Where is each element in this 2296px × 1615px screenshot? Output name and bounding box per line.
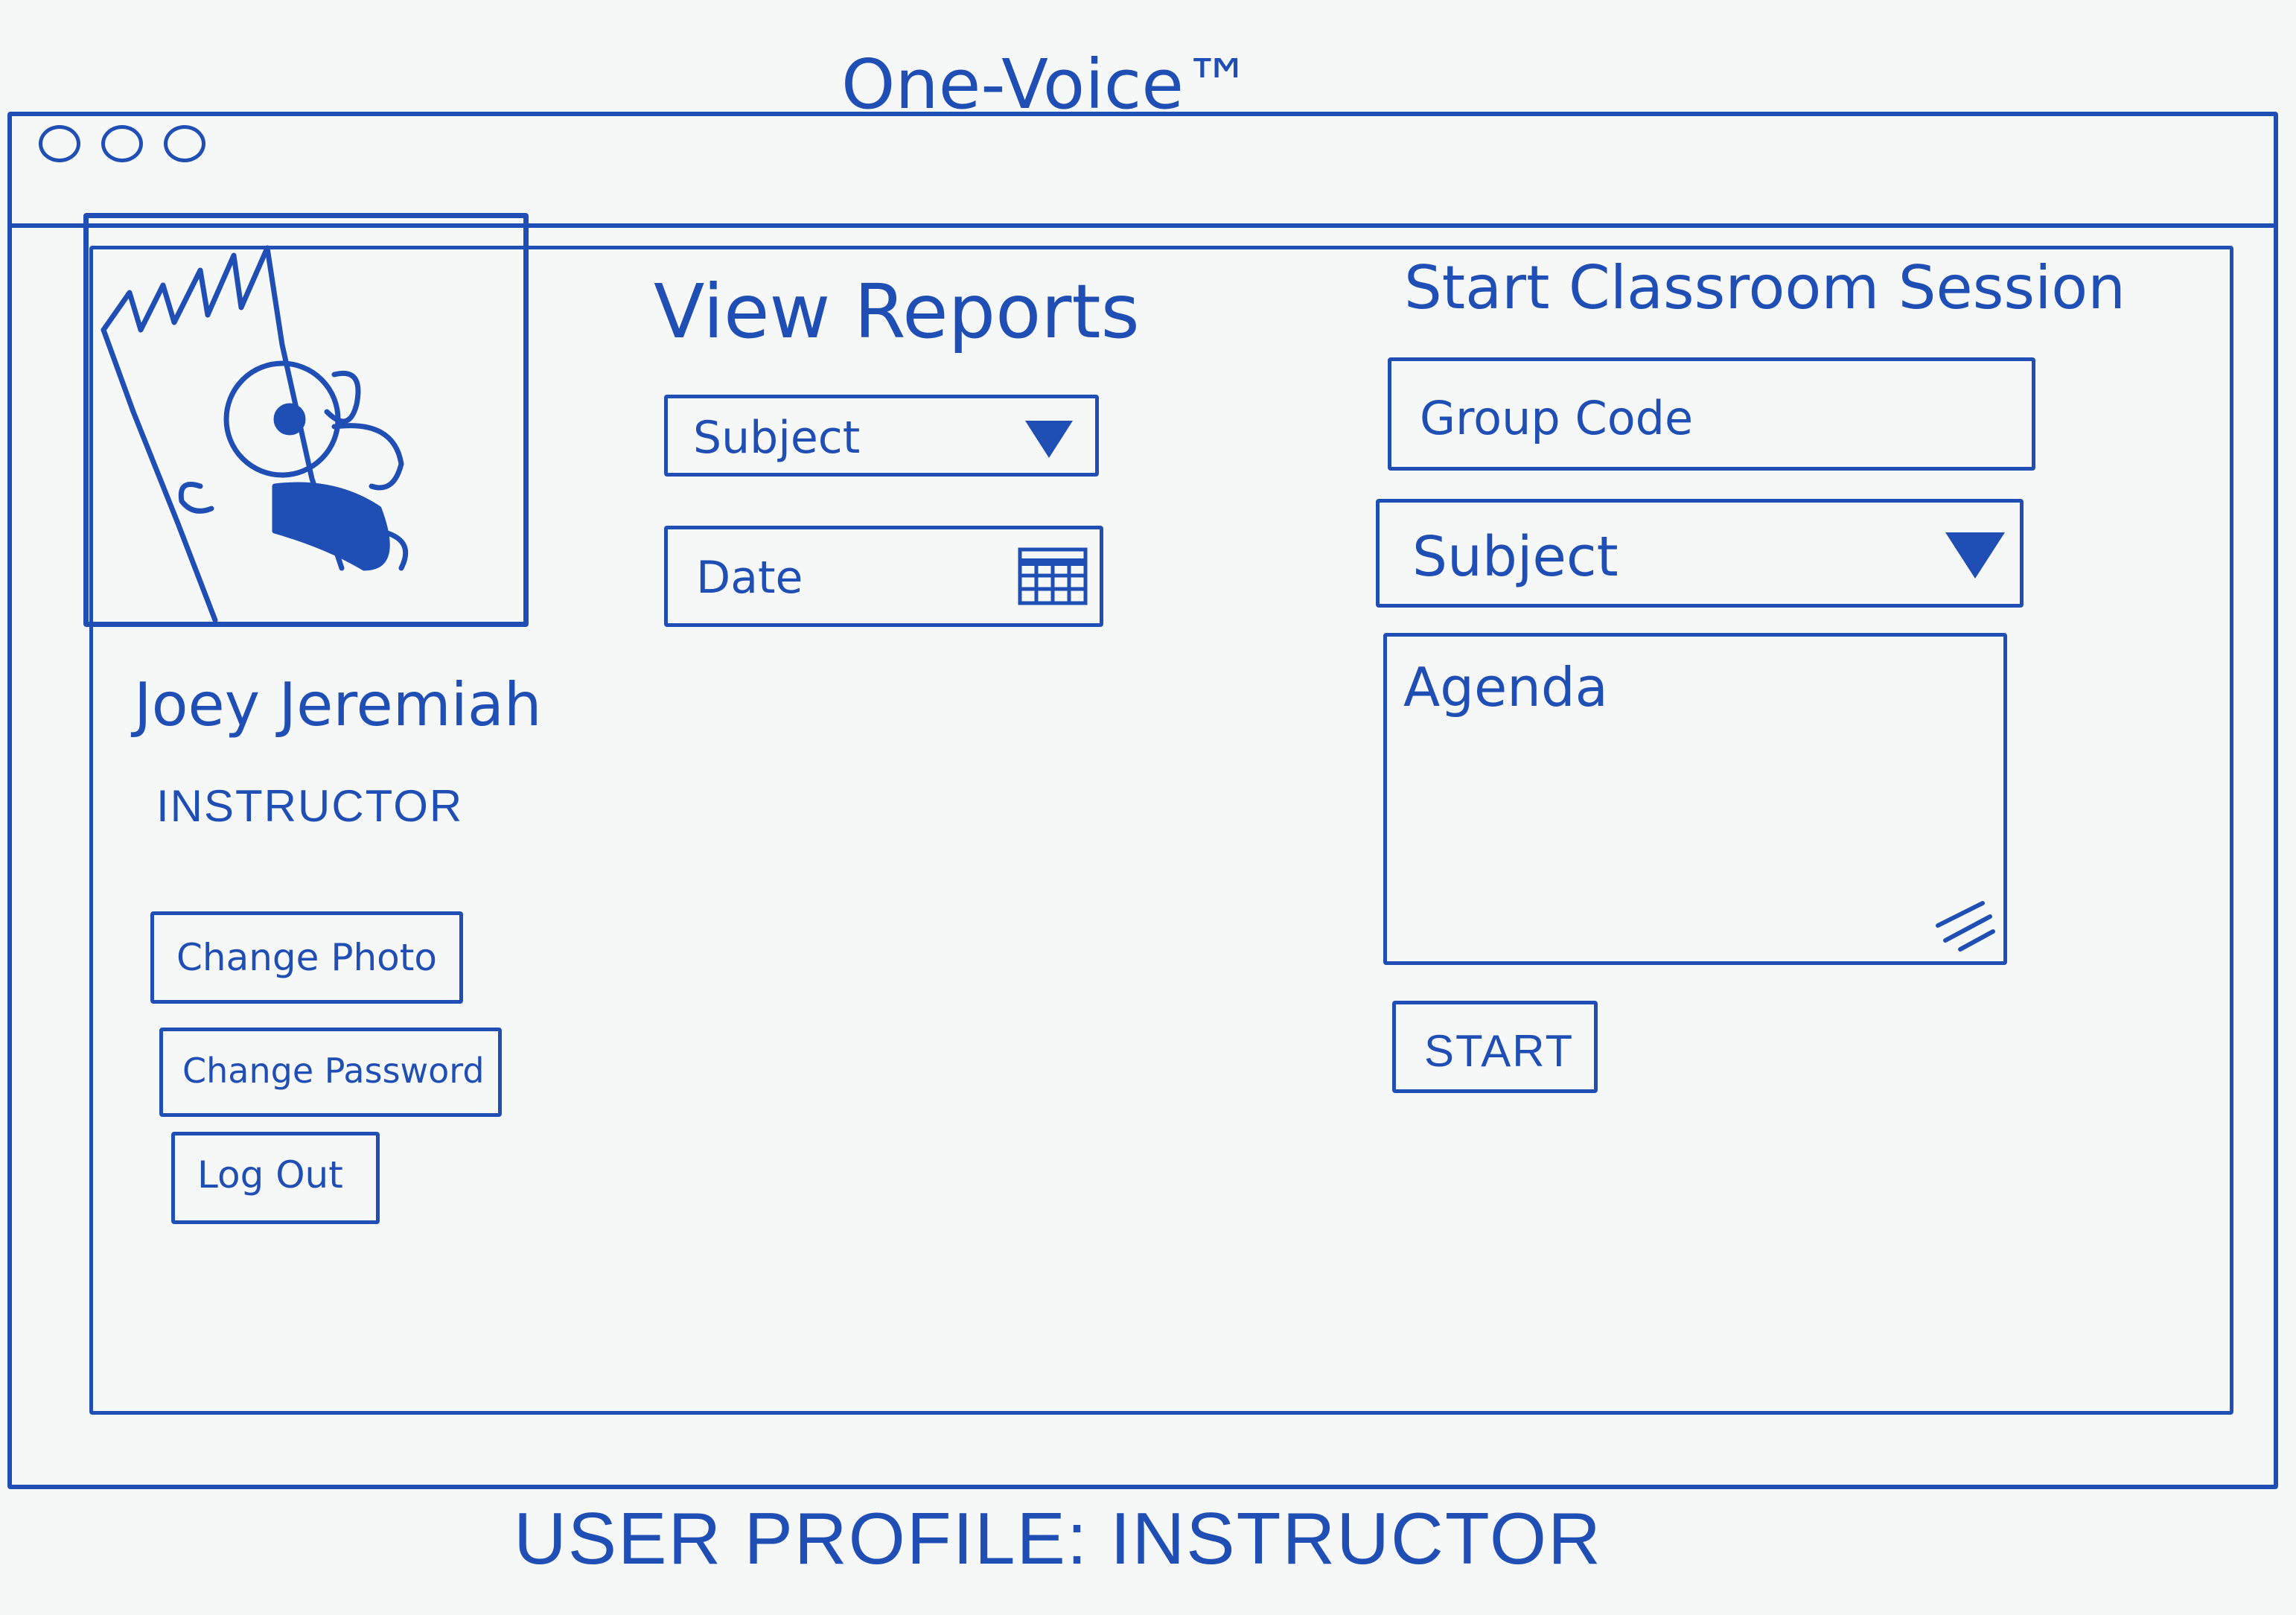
session-title: Start Classroom Session xyxy=(1404,253,2126,322)
start-button[interactable]: START xyxy=(1392,1001,1598,1093)
reports-title: View Reports xyxy=(654,268,1140,355)
user-role: INSTRUCTOR xyxy=(156,781,464,831)
log-out-button[interactable]: Log Out xyxy=(171,1132,380,1224)
report-subject-dropdown[interactable]: Subject xyxy=(664,395,1099,477)
triangle-down-icon xyxy=(1025,421,1073,458)
content-area xyxy=(89,246,2233,1415)
change-password-label: Change Password xyxy=(182,1051,485,1091)
avatar xyxy=(83,213,529,627)
window-minimize-icon[interactable] xyxy=(101,125,143,162)
avatar-drawing-icon xyxy=(101,245,409,623)
agenda-textarea[interactable]: Agenda xyxy=(1383,633,2007,965)
session-subject-label: Subject xyxy=(1412,525,1619,589)
start-label: START xyxy=(1424,1026,1575,1076)
group-code-placeholder: Group Code xyxy=(1420,391,1694,445)
triangle-down-icon xyxy=(1945,532,2005,579)
window-maximize-icon[interactable] xyxy=(164,125,205,162)
change-photo-label: Change Photo xyxy=(176,936,437,979)
resize-grip-icon[interactable] xyxy=(1930,896,1997,955)
app-window xyxy=(7,112,2278,1489)
agenda-placeholder: Agenda xyxy=(1403,656,1608,719)
user-name: Joey Jeremiah xyxy=(134,670,542,739)
log-out-label: Log Out xyxy=(197,1153,343,1197)
session-subject-dropdown[interactable]: Subject xyxy=(1376,499,2024,608)
change-photo-button[interactable]: Change Photo xyxy=(150,911,463,1004)
window-close-icon[interactable] xyxy=(39,125,80,162)
change-password-button[interactable]: Change Password xyxy=(159,1028,502,1117)
app-title: One-Voice™ xyxy=(841,45,1252,124)
group-code-input[interactable]: Group Code xyxy=(1388,357,2035,471)
report-subject-label: Subject xyxy=(693,412,861,464)
calendar-icon[interactable] xyxy=(1018,547,1088,605)
report-date-picker[interactable]: Date xyxy=(664,526,1103,627)
report-date-label: Date xyxy=(696,552,803,604)
page-caption: USER PROFILE: INSTRUCTOR xyxy=(514,1497,1602,1579)
title-bar-divider xyxy=(7,223,2278,228)
